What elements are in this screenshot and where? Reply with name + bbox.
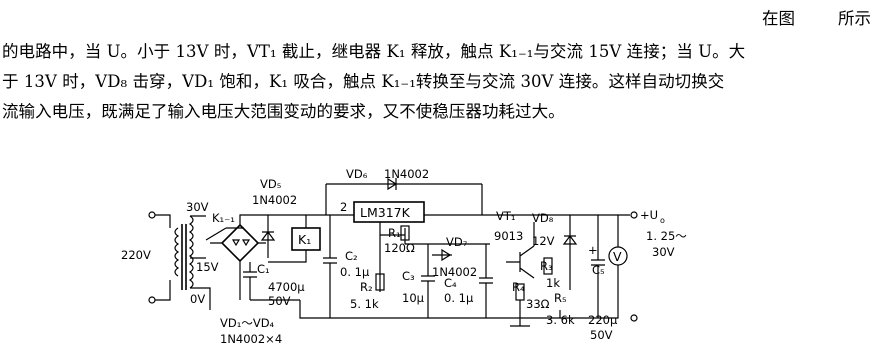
c4-label: C₄ bbox=[444, 276, 457, 290]
r4-label: R₄ bbox=[512, 280, 525, 294]
vd8-zener bbox=[562, 215, 578, 290]
c5-plus: + bbox=[588, 243, 598, 257]
vd7-part: 1N4002 bbox=[432, 265, 477, 279]
vd5-diode bbox=[260, 215, 276, 258]
vt1-label: VT₁ bbox=[496, 209, 516, 223]
r3-label: R₃ bbox=[540, 259, 553, 273]
output-range-1: 1. 25～ bbox=[646, 229, 687, 243]
c4-capacitor bbox=[479, 244, 493, 318]
input-leads bbox=[155, 214, 171, 301]
bridge-rectifier bbox=[210, 214, 268, 300]
relay-coil-label: K₁ bbox=[298, 232, 311, 247]
input-terminal-bottom bbox=[148, 296, 156, 304]
pin-2-label: 2 bbox=[340, 200, 347, 214]
text-line-0a: 在图 bbox=[762, 9, 795, 28]
vd6-part: 1N4002 bbox=[384, 167, 429, 181]
c5-label: C₅ bbox=[592, 263, 605, 277]
c1-voltage: 50V bbox=[268, 294, 291, 308]
tap-15v-label: 15V bbox=[196, 260, 219, 274]
vt1-transistor bbox=[506, 222, 535, 279]
relay-contact bbox=[200, 215, 244, 259]
text-line-2: 于 13V 时，VD₈ 击穿，VD₁ 饱和，K₁ 吸合，触点 K₁₋₁转换至与交… bbox=[2, 72, 725, 91]
vd8-label: VD₈ bbox=[532, 211, 554, 225]
r3-value: 1k bbox=[546, 276, 560, 290]
output-range-2: 30V bbox=[652, 245, 675, 259]
c3-label: C₃ bbox=[402, 269, 415, 283]
c3-capacitor bbox=[421, 244, 435, 318]
r1-resistor bbox=[400, 225, 410, 241]
vd5-part: 1N4002 bbox=[252, 193, 297, 207]
c2-capacitor bbox=[323, 215, 337, 318]
input-voltage-label: 220V bbox=[121, 248, 151, 262]
output-label-sub: o bbox=[660, 216, 665, 225]
c5-value: 220μ bbox=[588, 313, 618, 327]
vd6-diode bbox=[326, 177, 482, 191]
c5-capacitor bbox=[591, 215, 605, 318]
c3-value: 10μ bbox=[402, 291, 425, 305]
r3-resistor bbox=[543, 257, 553, 275]
c5-voltage: 50V bbox=[590, 328, 613, 342]
transformer bbox=[174, 215, 211, 310]
output-terminal-minus bbox=[630, 314, 638, 322]
regulator-label: LM317K bbox=[360, 205, 411, 220]
output-label: +U bbox=[640, 208, 658, 222]
r1-label: R₁ bbox=[388, 226, 401, 240]
bridge-label: VD₁～VD₄ bbox=[220, 316, 275, 330]
vd5-label: VD₅ bbox=[260, 177, 282, 191]
relay-contact-label: K₁₋₁ bbox=[212, 211, 235, 225]
r1-value: 120Ω bbox=[384, 241, 415, 255]
c1-value: 4700μ bbox=[268, 280, 305, 294]
r2-value: 5. 1k bbox=[350, 297, 379, 311]
vd7-diode bbox=[405, 243, 490, 262]
r2-resistor bbox=[375, 273, 385, 291]
c1-label: C₁ bbox=[257, 262, 270, 276]
vd6-label: VD₆ bbox=[346, 167, 368, 181]
text-line-0b: 所示 bbox=[838, 9, 871, 28]
c1-capacitor bbox=[243, 262, 257, 300]
tap-30v-label: 30V bbox=[186, 200, 209, 214]
r5-value: 3. 6k bbox=[546, 313, 575, 327]
bridge-part: 1N4002×4 bbox=[220, 332, 282, 346]
vd8-value: 12V bbox=[532, 234, 555, 248]
vt1-part: 9013 bbox=[494, 229, 523, 243]
vd7-label: VD₇ bbox=[446, 235, 468, 249]
r2-label: R₂ bbox=[360, 280, 373, 294]
c4-value: 0. 1μ bbox=[444, 291, 474, 305]
input-terminal-top bbox=[148, 211, 156, 219]
c2-label: C₂ bbox=[345, 249, 358, 263]
r4-value: 33Ω bbox=[526, 297, 550, 311]
lm317k-regulator bbox=[353, 201, 425, 223]
c2-value: 0. 1μ bbox=[340, 265, 370, 279]
text-line-3: 流输入电压，既满足了输入电压大范围变动的要求，又不使稳压器功耗过大。 bbox=[2, 102, 565, 121]
output-terminal-plus bbox=[630, 211, 638, 219]
tap-0v-label: 0V bbox=[190, 292, 205, 306]
voltmeter-label: V bbox=[613, 249, 622, 264]
r5-label: R₅ bbox=[554, 291, 567, 305]
ground-rail bbox=[250, 214, 561, 319]
text-line-1: 的电路中，当 U。小于 13V 时，VT₁ 截止，继电器 K₁ 释放，触点 K₁… bbox=[2, 42, 746, 61]
